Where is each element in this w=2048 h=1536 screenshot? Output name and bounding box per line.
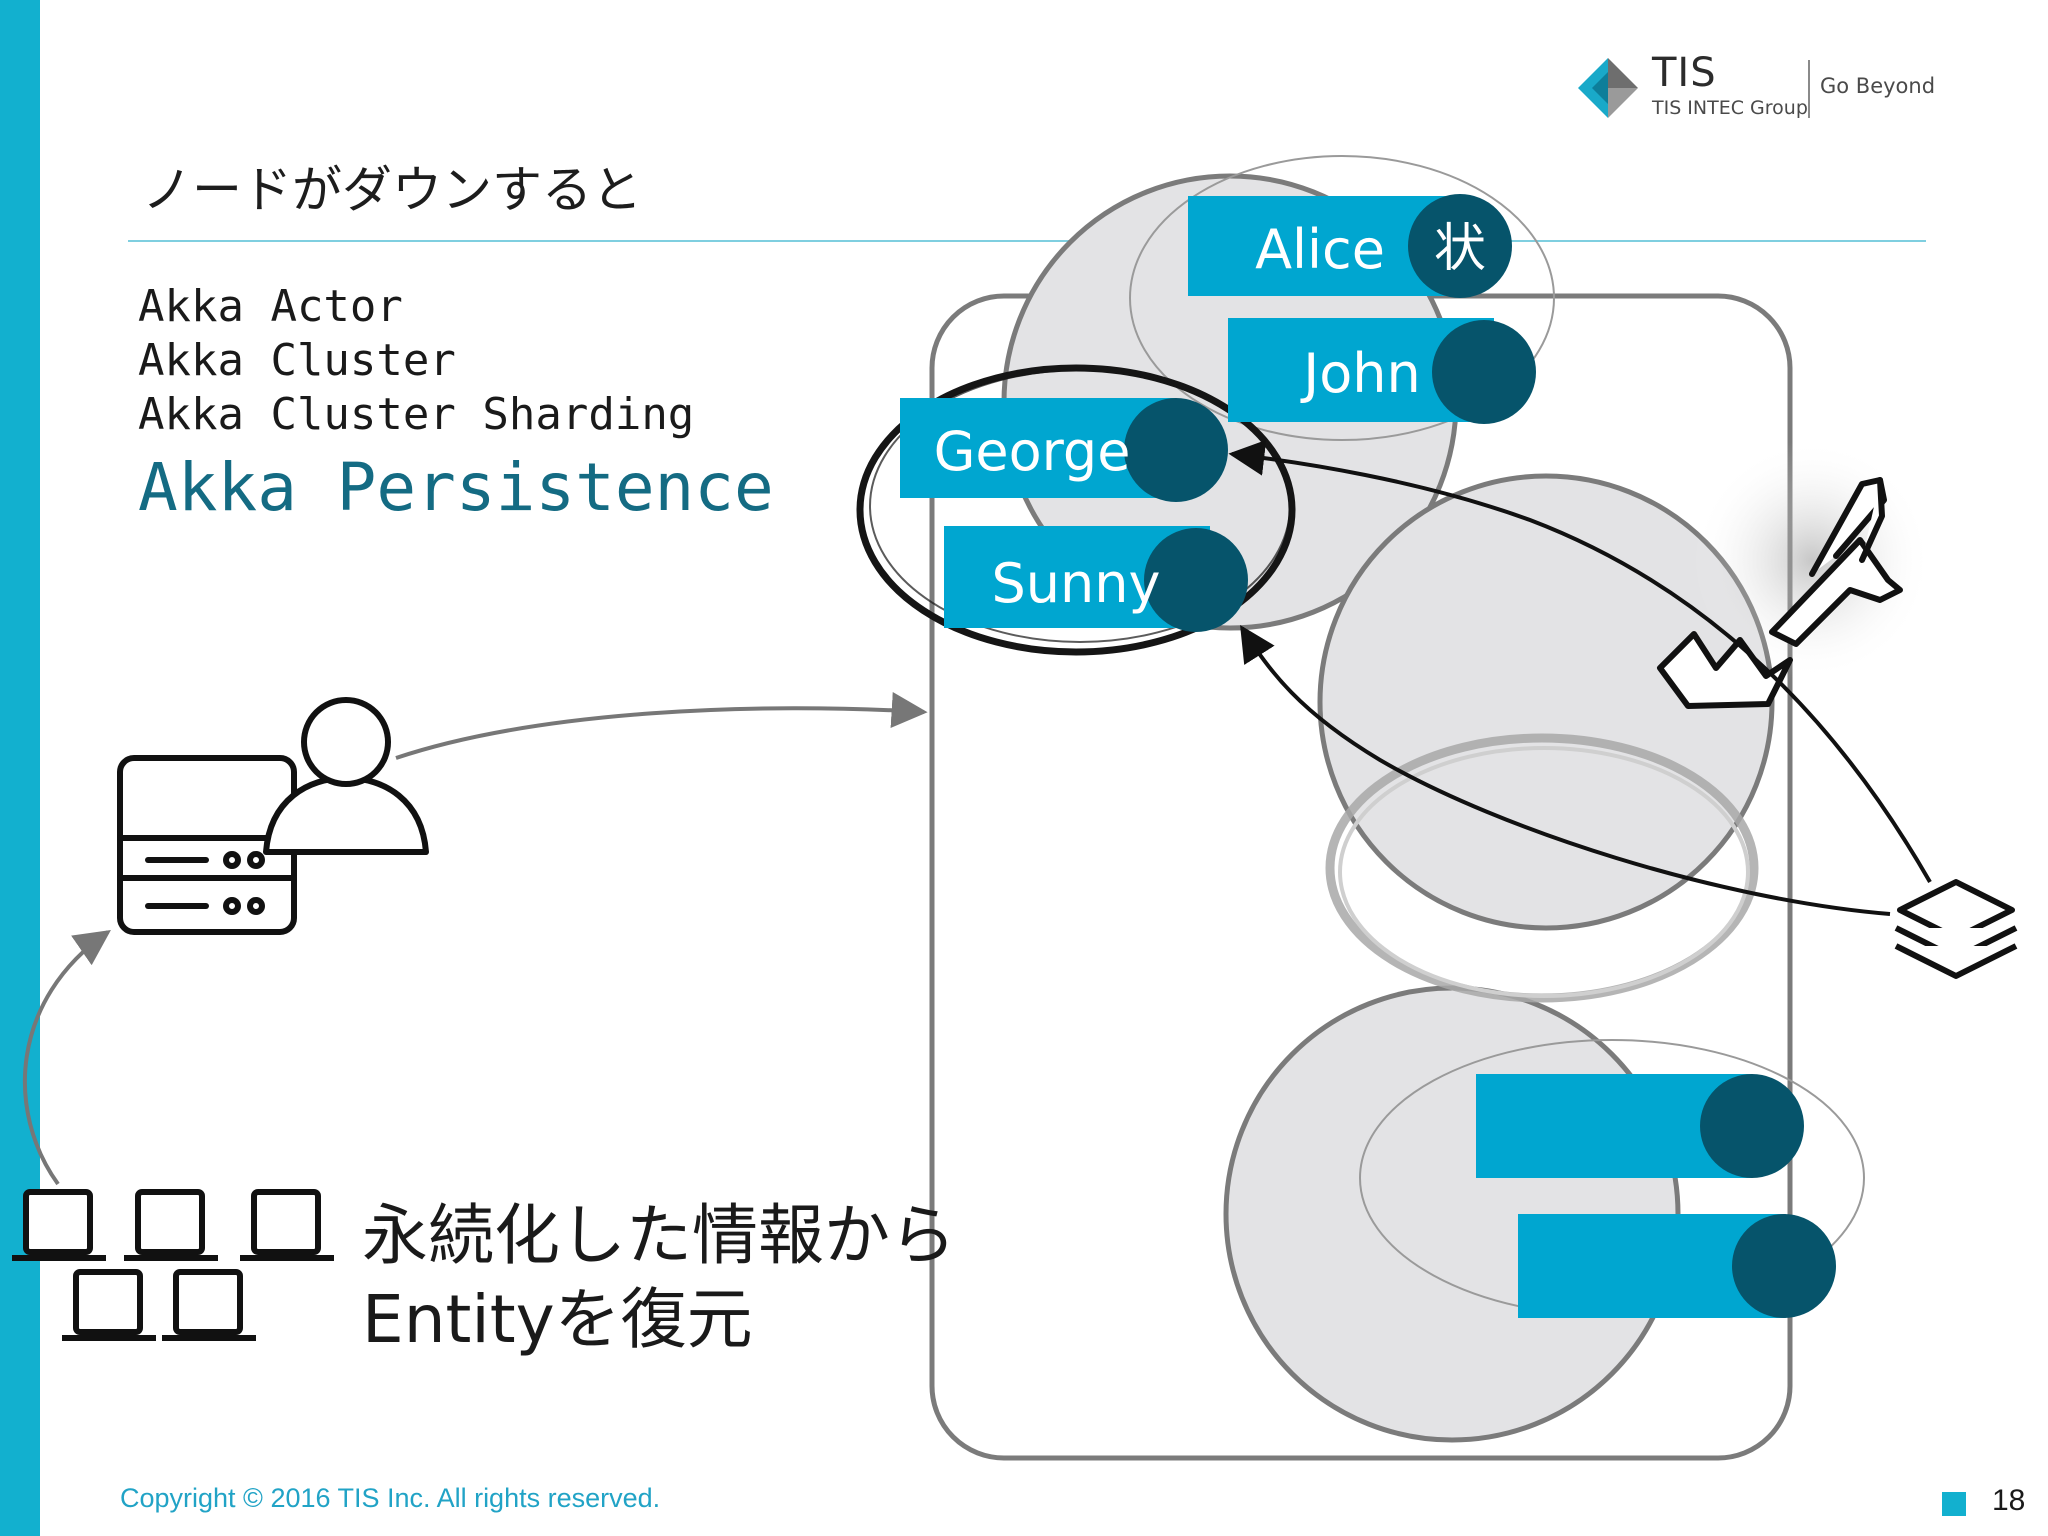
logo-divider bbox=[1808, 60, 1810, 118]
page-marker bbox=[1942, 1492, 1966, 1516]
restore-arrow-george bbox=[1228, 439, 1932, 883]
client-laptops-icon bbox=[12, 1189, 334, 1341]
restored-selection-oval-stroke bbox=[869, 369, 1291, 643]
active-topic: Akka Persistence bbox=[138, 449, 774, 526]
topic-item: Akka Cluster bbox=[138, 335, 456, 386]
logo-name: TIS bbox=[1652, 50, 1717, 96]
entity-george-label: George bbox=[934, 420, 1131, 483]
entity-alice-label: Alice bbox=[1255, 218, 1385, 281]
lost-shard-oval-stroke bbox=[1338, 746, 1750, 998]
entity-alice: Alice 状 bbox=[1188, 194, 1512, 298]
entity-alice-state-label: 状 bbox=[1434, 219, 1486, 279]
logo-group: TIS INTEC Group bbox=[1652, 97, 1808, 119]
entity-george: George bbox=[900, 398, 1228, 502]
entity-john-label: John bbox=[1300, 342, 1420, 405]
plane-crash-icon bbox=[1657, 477, 1903, 709]
entity-unnamed-2 bbox=[1518, 1214, 1836, 1318]
storage-layers-icon bbox=[1894, 879, 2018, 979]
logo-tagline: Go Beyond bbox=[1820, 74, 1936, 98]
restore-caption: 永続化した情報から Entityを復元 bbox=[362, 1194, 956, 1362]
page-number: 18 bbox=[1992, 1484, 2026, 1517]
lost-shard-oval bbox=[1325, 733, 1759, 1003]
topic-list: Akka Actor Akka Cluster Akka Cluster Sha… bbox=[138, 280, 774, 530]
caption-line-2: Entityを復元 bbox=[362, 1281, 753, 1358]
topic-item: Akka Actor bbox=[138, 281, 403, 332]
tis-logo-icon bbox=[1578, 58, 1638, 118]
entity-sunny: Sunny bbox=[944, 526, 1248, 632]
entity-sunny-label: Sunny bbox=[992, 552, 1161, 615]
shard-oval-top bbox=[1129, 155, 1555, 441]
restore-arrow-sunny bbox=[1240, 624, 1891, 916]
accent-side-bar bbox=[0, 0, 40, 1536]
topic-item: Akka Cluster Sharding bbox=[138, 389, 695, 440]
entity-john: John bbox=[1228, 318, 1536, 424]
footer-copyright: Copyright © 2016 TIS Inc. All rights res… bbox=[120, 1483, 661, 1513]
page-title: ノードがダウンすると bbox=[142, 161, 642, 219]
user-server-icon bbox=[117, 697, 429, 935]
crash-glow bbox=[1692, 440, 1932, 680]
request-arrow bbox=[395, 692, 928, 760]
restored-selection-oval bbox=[856, 364, 1296, 656]
entity-unnamed-1 bbox=[1476, 1074, 1804, 1178]
client-arrow bbox=[22, 929, 111, 1186]
title-divider bbox=[128, 240, 1926, 242]
caption-line-1: 永続化した情報から bbox=[362, 1197, 956, 1274]
